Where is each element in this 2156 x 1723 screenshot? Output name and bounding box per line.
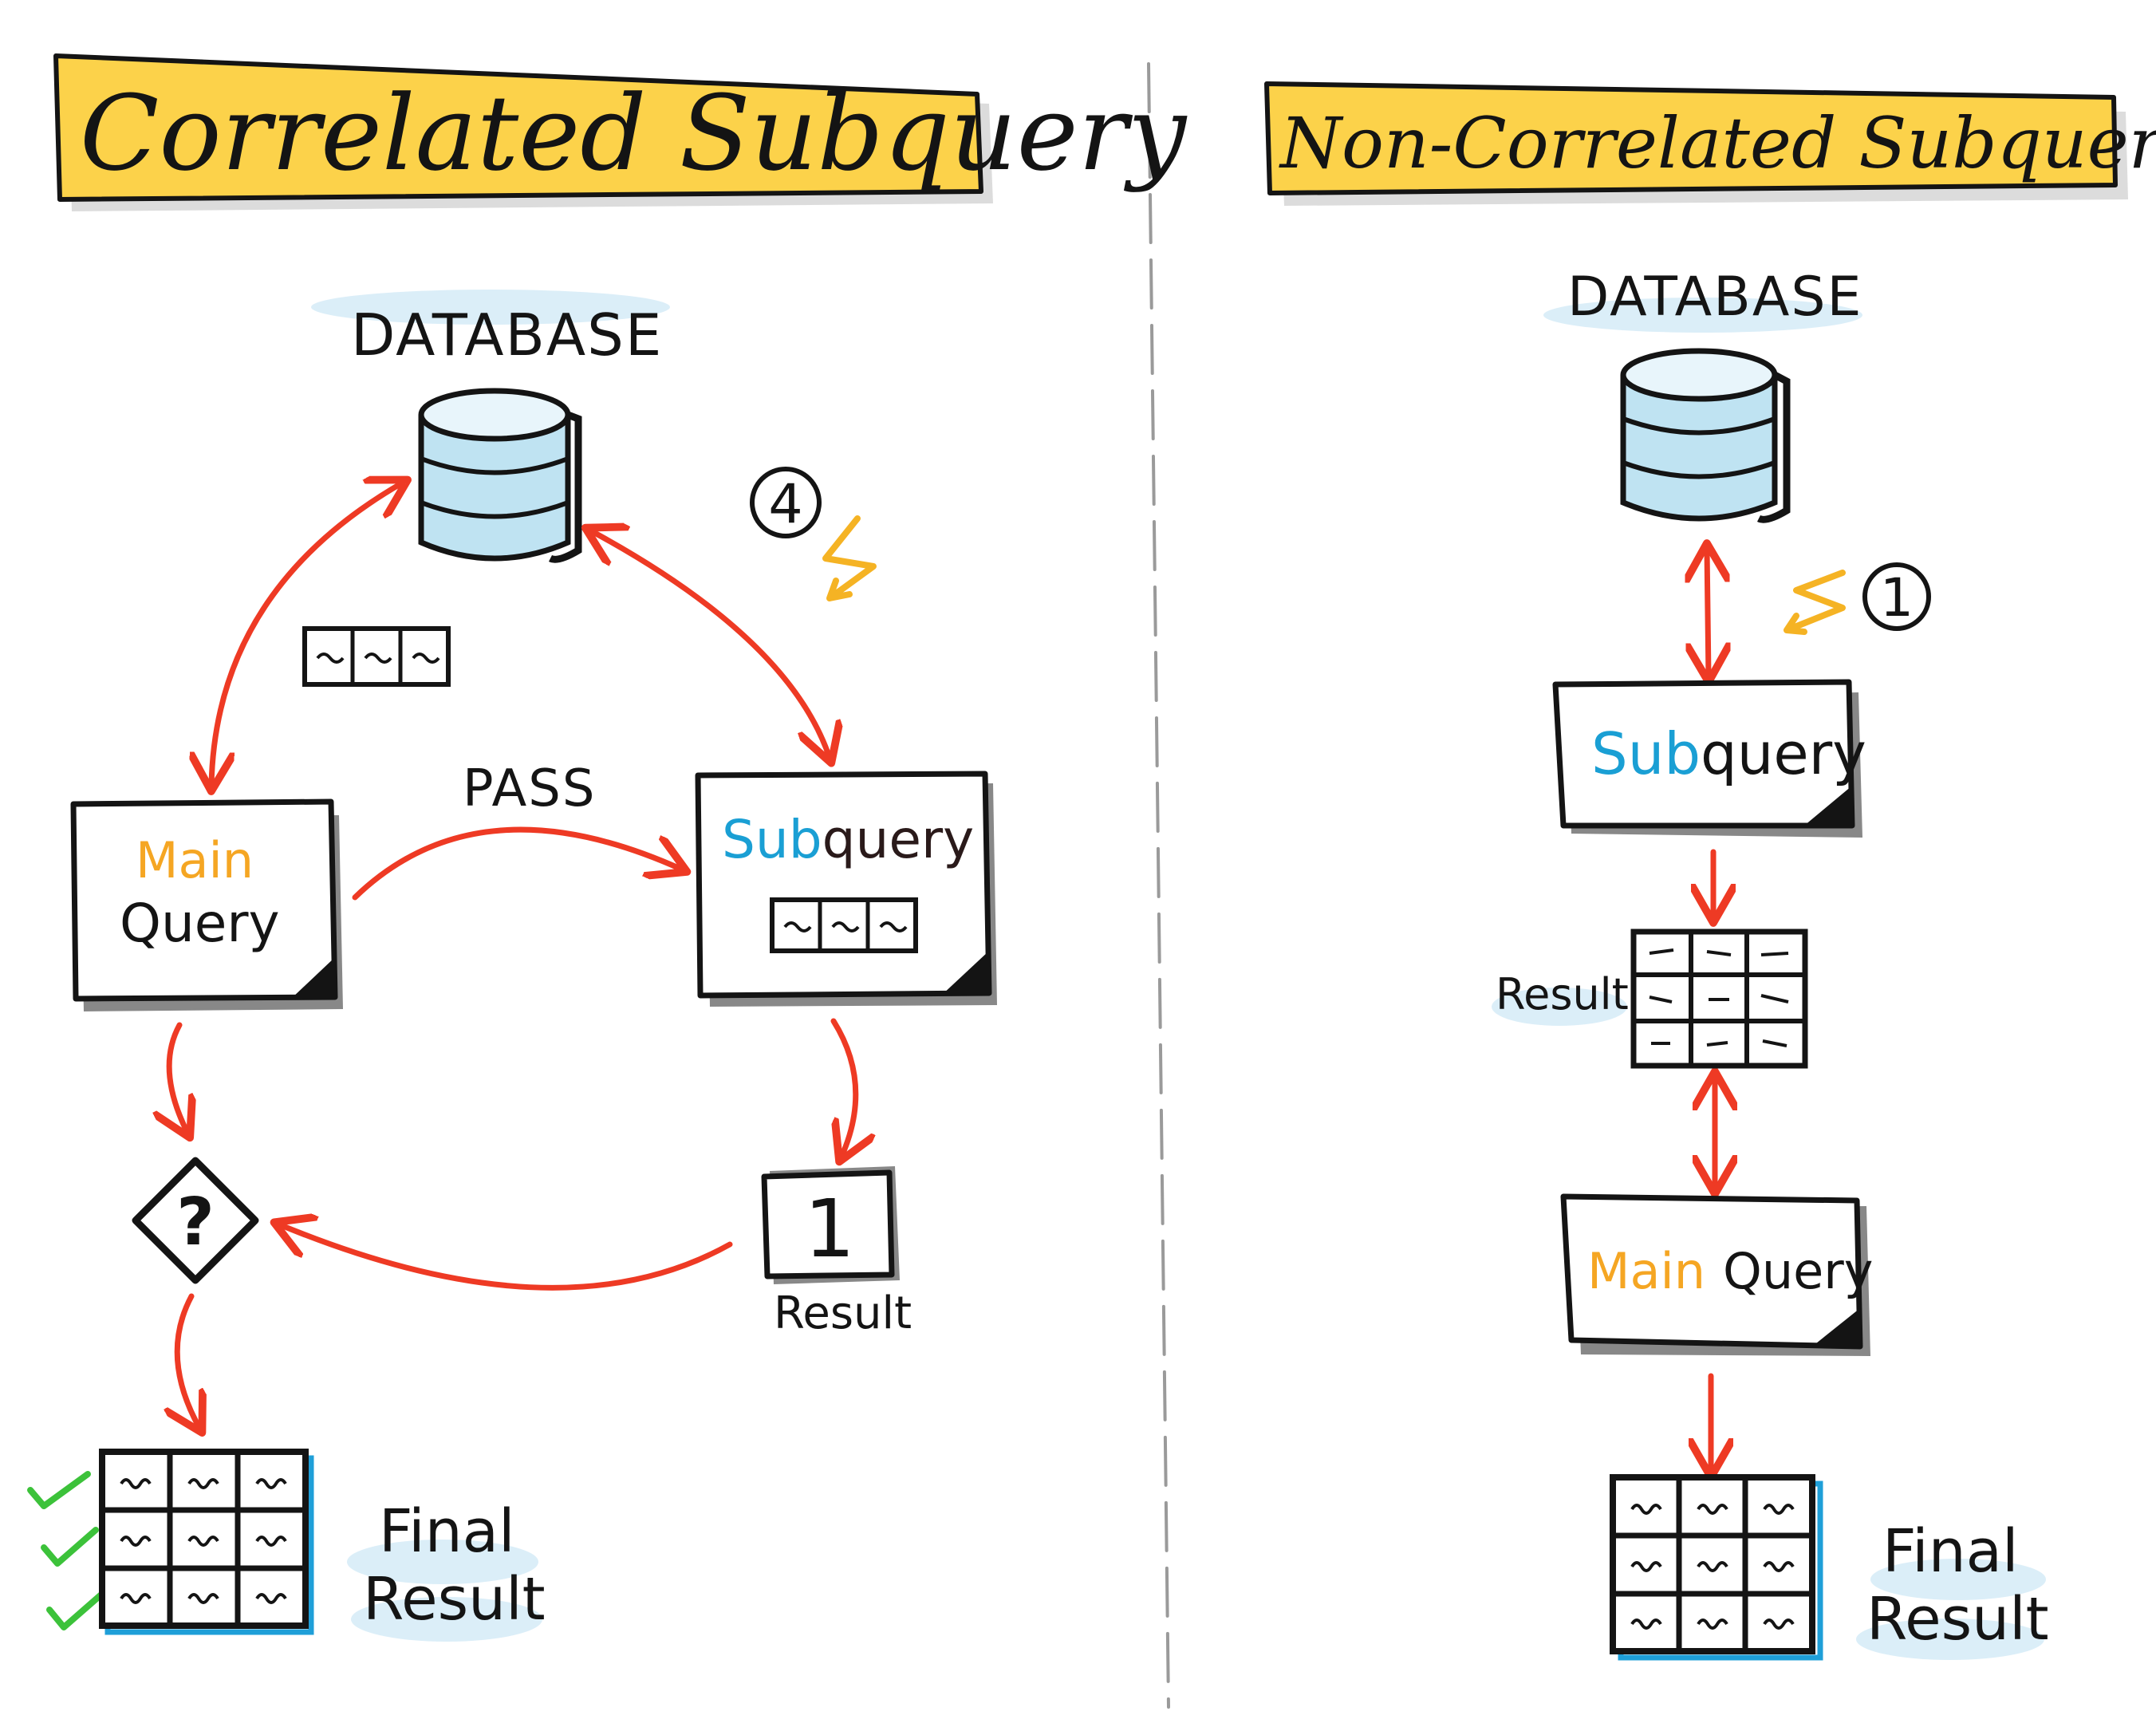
left-decision-diamond: ?: [132, 1157, 259, 1284]
left-final-line2: Result: [363, 1565, 546, 1634]
right-final-line2: Result: [1866, 1585, 2049, 1654]
left-database-icon: [418, 388, 582, 563]
left-check-icons: [27, 1471, 105, 1630]
left-title: Correlated Subquery: [80, 73, 1188, 194]
right-zigzag-icon: [1784, 570, 1846, 635]
left-pass-label: PASS: [463, 759, 597, 818]
right-title: Non-Correlated Subquery: [1279, 102, 2156, 184]
arrow-db-subquery: [1707, 549, 1709, 676]
right-database-label: DATABASE: [1567, 266, 1862, 329]
left-main-query-word1: Main: [136, 831, 254, 889]
right-database: DATABASE: [1543, 266, 1862, 523]
arrow-main-decision: [169, 1022, 187, 1133]
left-result-number: 1: [804, 1182, 855, 1275]
right-final-result: Final Result: [1610, 1474, 2049, 1661]
check-icon: [27, 1471, 91, 1509]
right-subquery-part2: query: [1701, 720, 1866, 787]
left-step-number: 4: [768, 473, 802, 536]
left-final-result: Final Result: [27, 1449, 546, 1642]
right-main-query-word1: Main: [1587, 1242, 1705, 1300]
right-subquery-box: Subquery: [1552, 679, 1866, 838]
panel-divider: [1147, 62, 1170, 1709]
right-panel: Non-Correlated Subquery DATABASE 1: [1264, 81, 2156, 1661]
right-arrows: [1707, 549, 1715, 1472]
right-main-query-word2: Query: [1723, 1242, 1873, 1300]
check-icon: [41, 1527, 99, 1567]
left-step-indicator: 4: [750, 467, 877, 601]
arrow-db-main: [211, 483, 403, 786]
left-database: DATABASE: [311, 290, 670, 563]
left-decision-symbol: ?: [176, 1185, 215, 1260]
right-subquery-label: Subquery: [1591, 720, 1866, 787]
left-arrows: [169, 483, 856, 1428]
right-final-line1: Final: [1882, 1517, 2019, 1586]
right-database-icon: [1620, 348, 1791, 523]
right-result-table: Result: [1492, 929, 1808, 1069]
right-main-query-box: Main Query: [1560, 1193, 1873, 1356]
left-database-label: DATABASE: [351, 302, 663, 369]
left-main-query-box: Main Query: [70, 798, 343, 1011]
arrow-decision-final: [177, 1293, 199, 1428]
left-subquery-label: Subquery: [722, 809, 974, 870]
right-main-query-label: Main Query: [1587, 1242, 1873, 1300]
left-final-line1: Final: [379, 1497, 515, 1566]
left-zigzag-icon: [822, 515, 877, 601]
left-subquery-part2: query: [822, 809, 975, 870]
left-result-box: 1 Result: [761, 1166, 912, 1339]
right-step-indicator: 1: [1784, 562, 1931, 635]
left-panel: Correlated Subquery DATABASE 4: [27, 53, 1188, 1642]
arrow-db-subquery: [590, 530, 830, 758]
left-title-banner: Correlated Subquery: [53, 53, 1188, 211]
left-subquery-box: Subquery: [695, 771, 997, 1007]
left-main-query-word2: Query: [120, 893, 280, 954]
right-title-banner: Non-Correlated Subquery: [1264, 81, 2156, 206]
arrow-main-subquery: [352, 826, 682, 901]
left-result-label: Result: [774, 1287, 912, 1339]
arrow-result-decision: [279, 1224, 733, 1291]
right-step-circle: [1862, 562, 1931, 631]
left-row-icon: [302, 626, 451, 687]
right-result-label: Result: [1496, 969, 1629, 1019]
left-subquery-part1: Sub: [722, 809, 822, 870]
arrow-subquery-result: [830, 1018, 856, 1157]
right-step-number: 1: [1880, 567, 1914, 629]
check-icon: [46, 1591, 105, 1630]
right-subquery-part1: Sub: [1591, 720, 1701, 787]
left-subquery-row-icon: [770, 897, 918, 953]
